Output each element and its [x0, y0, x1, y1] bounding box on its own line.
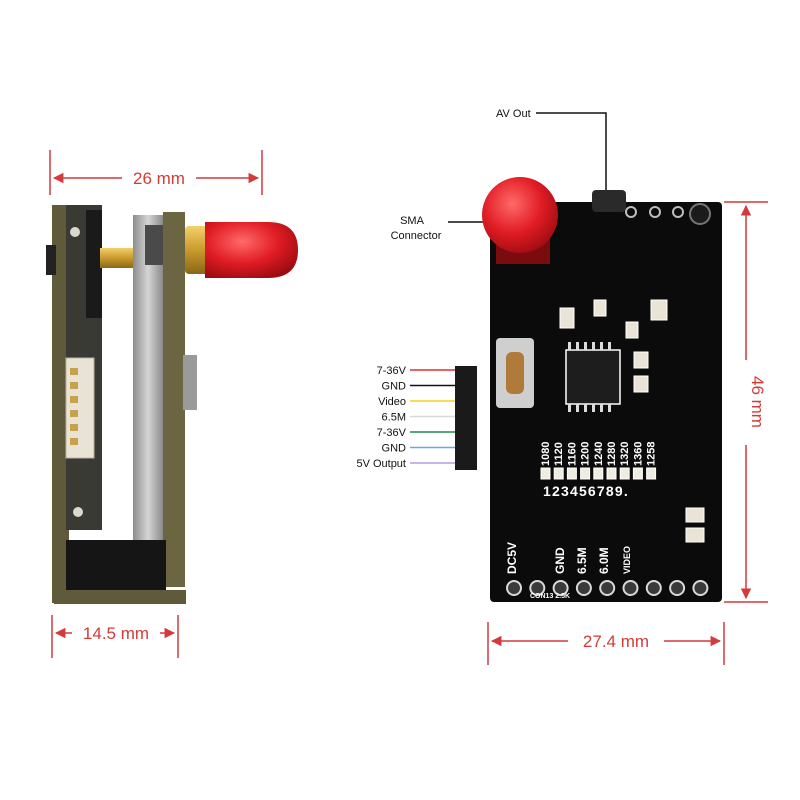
- front-view: AV Out SMA Connector: [356, 108, 768, 665]
- channel-label: 1320: [619, 442, 631, 466]
- wire-connector: [455, 366, 477, 470]
- wire-label: GND: [382, 381, 407, 393]
- pin-label: VIDEO: [622, 546, 632, 574]
- side-jack: [46, 245, 56, 275]
- channel-led: [646, 467, 657, 480]
- av-jack: [592, 190, 626, 212]
- pin-pad: [645, 580, 662, 596]
- side-width-label: 26 mm: [133, 169, 185, 188]
- pin-pad: [529, 580, 546, 596]
- front-width-label: 27.4 mm: [583, 632, 649, 651]
- wire-label: GND: [382, 443, 407, 455]
- bottom-module: [66, 540, 166, 590]
- header-pins: [70, 368, 78, 445]
- bottom-pins: [506, 580, 709, 596]
- side-depth-dimension: 14.5 mm: [51, 615, 179, 658]
- channel-label: 1360: [632, 442, 644, 466]
- channel-label: 1080: [540, 442, 552, 466]
- front-height-dimension: 46 mm: [724, 201, 768, 603]
- sma-label-line2: Connector: [391, 230, 442, 242]
- av-out-callout: AV Out: [496, 108, 607, 196]
- pin-labels: DC5V GND 6.5M 6.0M VIDEO: [505, 542, 632, 574]
- mounting-screw: [689, 203, 711, 225]
- channel-led: [580, 467, 591, 480]
- smd-components: [559, 299, 705, 543]
- front-width-dimension: 27.4 mm: [487, 622, 725, 665]
- pin-pad: [599, 580, 616, 596]
- sma-cap-front: [482, 177, 558, 264]
- channel-led: [632, 467, 643, 480]
- channel-led: [566, 467, 577, 480]
- sma-mount: [145, 225, 163, 265]
- side-width-dimension: 26 mm: [49, 150, 263, 195]
- pin-pad: [669, 580, 686, 596]
- side-button: [183, 355, 197, 410]
- channel-label: 1280: [606, 442, 618, 466]
- bottom-silk: CON13 2.5K: [530, 593, 570, 600]
- rf-shield: [133, 215, 163, 585]
- channel-label: 1240: [593, 442, 605, 466]
- screw-hole: [70, 227, 80, 237]
- pin-pad: [506, 580, 522, 596]
- sma-label-line1: SMA: [400, 215, 425, 227]
- pin-pad: [575, 580, 592, 596]
- screw-hole: [73, 507, 83, 517]
- sma-cap-side: [185, 222, 298, 278]
- side-view: 26 mm: [46, 150, 298, 658]
- pin-label: DC5V: [505, 542, 519, 574]
- wire-harness: 7-36V GND Video 6.5M 7-36V GND 5V Output: [356, 365, 457, 470]
- channel-label: 1120: [553, 442, 565, 466]
- pin-pad: [622, 580, 639, 596]
- pin-label: 6.0M: [597, 547, 611, 574]
- wire-label: 6.5M: [382, 412, 406, 424]
- right-pcb: [163, 212, 185, 587]
- front-height-label: 46 mm: [748, 376, 767, 428]
- av-out-label: AV Out: [496, 108, 531, 120]
- pin-pad: [692, 580, 709, 596]
- av-jack-body: [86, 210, 102, 318]
- pin-label: 6.5M: [575, 547, 589, 574]
- channel-label: 1200: [580, 442, 592, 466]
- push-button-cap: [506, 352, 524, 394]
- channel-numbers: 123456789.: [543, 483, 629, 499]
- channel-led: [540, 467, 551, 480]
- pin-pad: [552, 580, 569, 596]
- side-depth-label: 14.5 mm: [83, 624, 149, 643]
- wire-label: 7-36V: [377, 427, 407, 439]
- top-holes: [625, 206, 684, 218]
- wire-label: Video: [378, 396, 406, 408]
- sma-callout: SMA Connector: [391, 215, 486, 242]
- channel-label: 1258: [646, 442, 658, 466]
- channel-led: [619, 467, 630, 480]
- channel-led: [606, 467, 617, 480]
- pin-label: GND: [553, 547, 567, 574]
- left-pcb: [52, 205, 69, 603]
- channel-label: 1160: [566, 442, 578, 466]
- channel-leds: [540, 467, 657, 480]
- bottom-edge: [54, 590, 186, 604]
- wire-label: 7-36V: [377, 365, 407, 377]
- wire-label: 5V Output: [356, 458, 406, 470]
- ic-chip: [565, 342, 621, 412]
- sma-barrel: [100, 248, 140, 268]
- channel-led: [553, 467, 564, 480]
- channel-led: [593, 467, 604, 480]
